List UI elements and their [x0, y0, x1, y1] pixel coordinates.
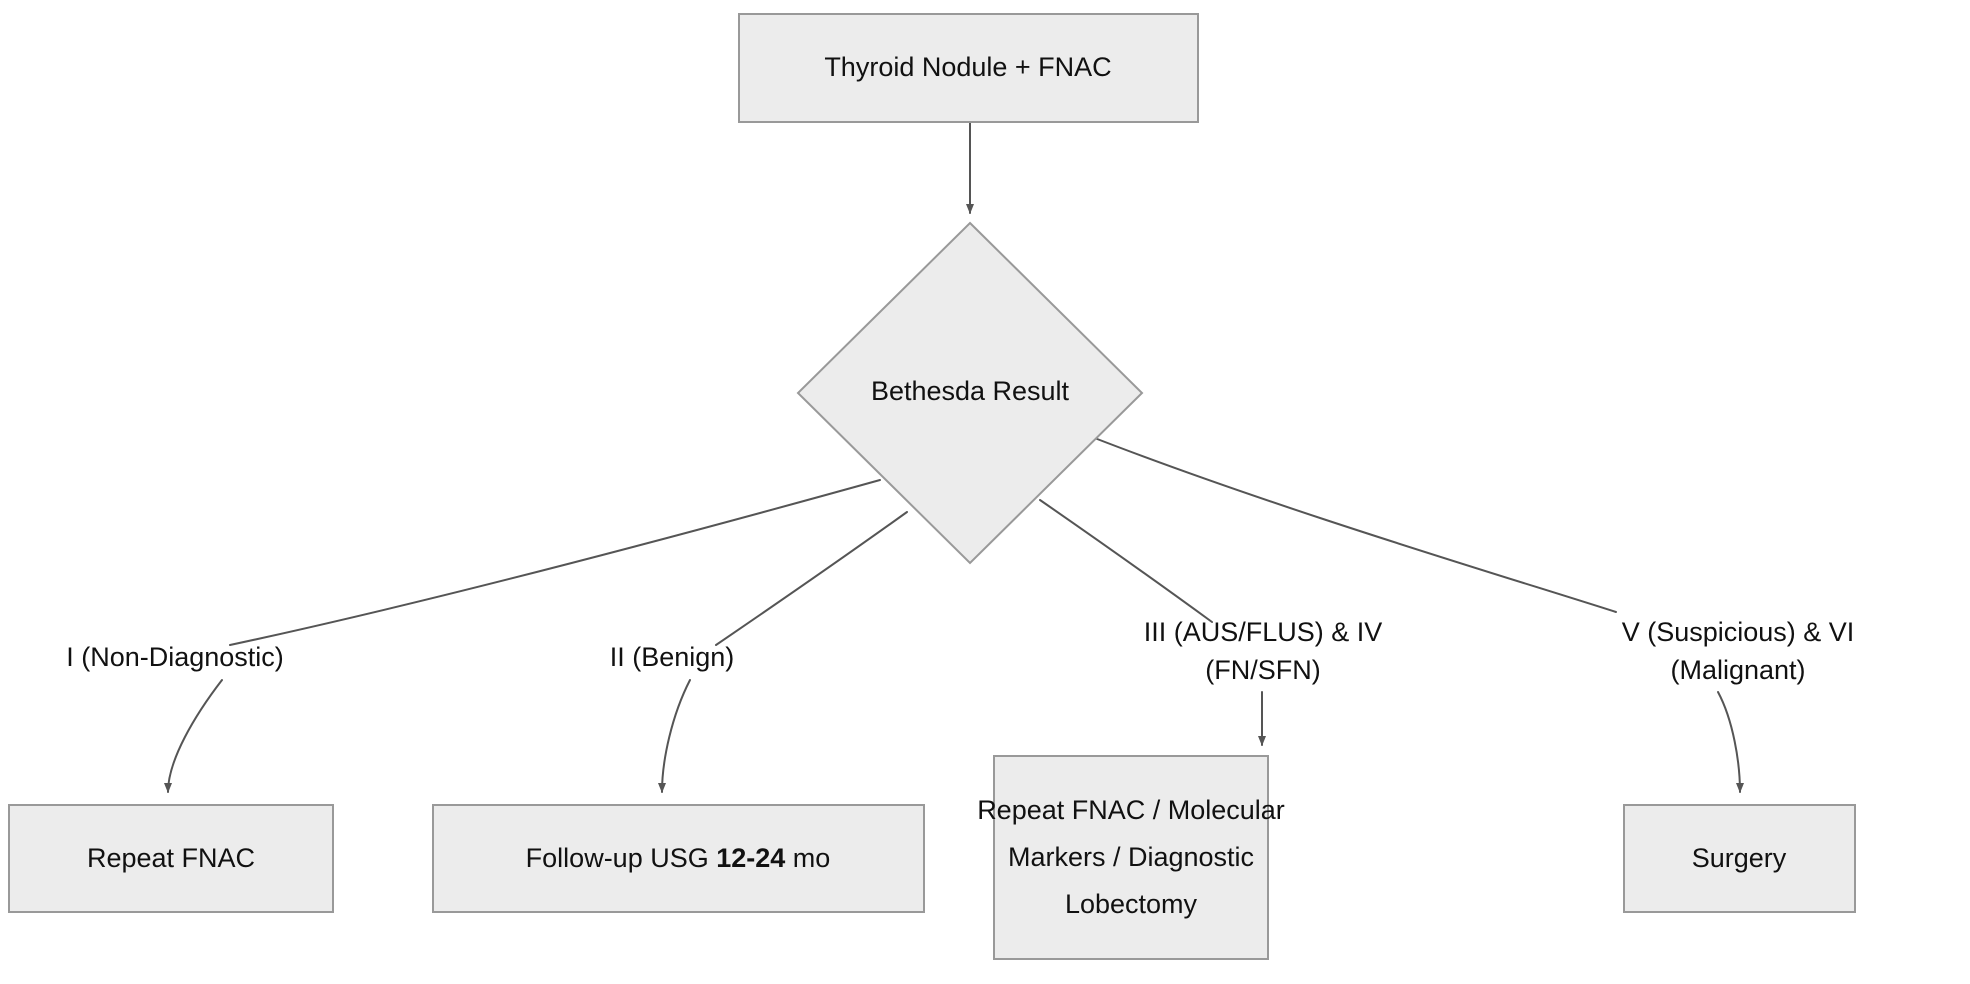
edge-label-4-to-outcome4	[1717, 691, 1744, 793]
node-outcome2-label-suffix: mo	[785, 843, 830, 873]
node-start-label: Thyroid Nodule + FNAC	[824, 52, 1111, 82]
edge-decision-to-label-2	[715, 511, 908, 646]
edge-label-bethesda-2: II (Benign)	[610, 642, 735, 672]
edge-label-2-to-outcome2	[658, 679, 691, 793]
node-outcome1-shape[interactable]	[8, 804, 334, 913]
node-outcome-followup-usg[interactable]: Follow-up USG 12-24 mo	[432, 804, 925, 913]
node-outcome3-label-line2: Markers / Diagnostic	[1008, 842, 1254, 872]
edge-labels-layer: I (Non-Diagnostic) II (Benign) III (AUS/…	[66, 617, 1854, 685]
node-outcome1-label: Repeat FNAC	[87, 843, 255, 873]
edge-decision-to-label-4	[1091, 436, 1617, 613]
edge-decision-to-label-3	[1039, 499, 1213, 623]
edge-label-bethesda-4-line1: V (Suspicious) & VI	[1622, 617, 1855, 647]
node-outcome3-label-line3: Lobectomy	[1065, 889, 1198, 919]
edge-decision-to-label-1	[229, 479, 881, 646]
node-start-shape[interactable]	[738, 13, 1199, 123]
node-outcome-repeat-fnac[interactable]: Repeat FNAC	[8, 804, 334, 913]
node-decision-shape[interactable]	[796, 221, 1144, 565]
node-start[interactable]: Thyroid Nodule + FNAC	[738, 13, 1199, 123]
edge-label-bethesda-1: I (Non-Diagnostic)	[66, 642, 284, 672]
edge-label-1-to-outcome1	[164, 679, 223, 793]
node-outcome4-label: Surgery	[1692, 843, 1787, 873]
node-decision[interactable]: Bethesda Result	[796, 221, 1144, 565]
node-outcome-surgery[interactable]: Surgery	[1623, 804, 1856, 913]
node-outcome3-shape[interactable]	[993, 755, 1269, 960]
edge-label-bethesda-3-line2: (FN/SFN)	[1205, 655, 1320, 685]
edge-label-bethesda-4-line2: (Malignant)	[1670, 655, 1805, 685]
node-outcome2-shape[interactable]	[432, 804, 925, 913]
node-decision-label: Bethesda Result	[871, 376, 1070, 406]
node-outcome-molecular-markers[interactable]: Repeat FNAC / Molecular Markers / Diagno…	[977, 755, 1285, 960]
nodes-layer: Thyroid Nodule + FNAC Bethesda Result Re…	[8, 13, 1856, 960]
node-outcome2-label-bold: 12-24	[716, 843, 785, 873]
node-outcome3-label-line1: Repeat FNAC / Molecular	[977, 795, 1285, 825]
node-outcome2-label: Follow-up USG 12-24 mo	[526, 843, 831, 873]
node-outcome2-label-prefix: Follow-up USG	[526, 843, 717, 873]
edges-layer	[164, 121, 1744, 793]
node-outcome4-shape[interactable]	[1623, 804, 1856, 913]
edge-label-bethesda-3-line1: III (AUS/FLUS) & IV	[1144, 617, 1383, 647]
